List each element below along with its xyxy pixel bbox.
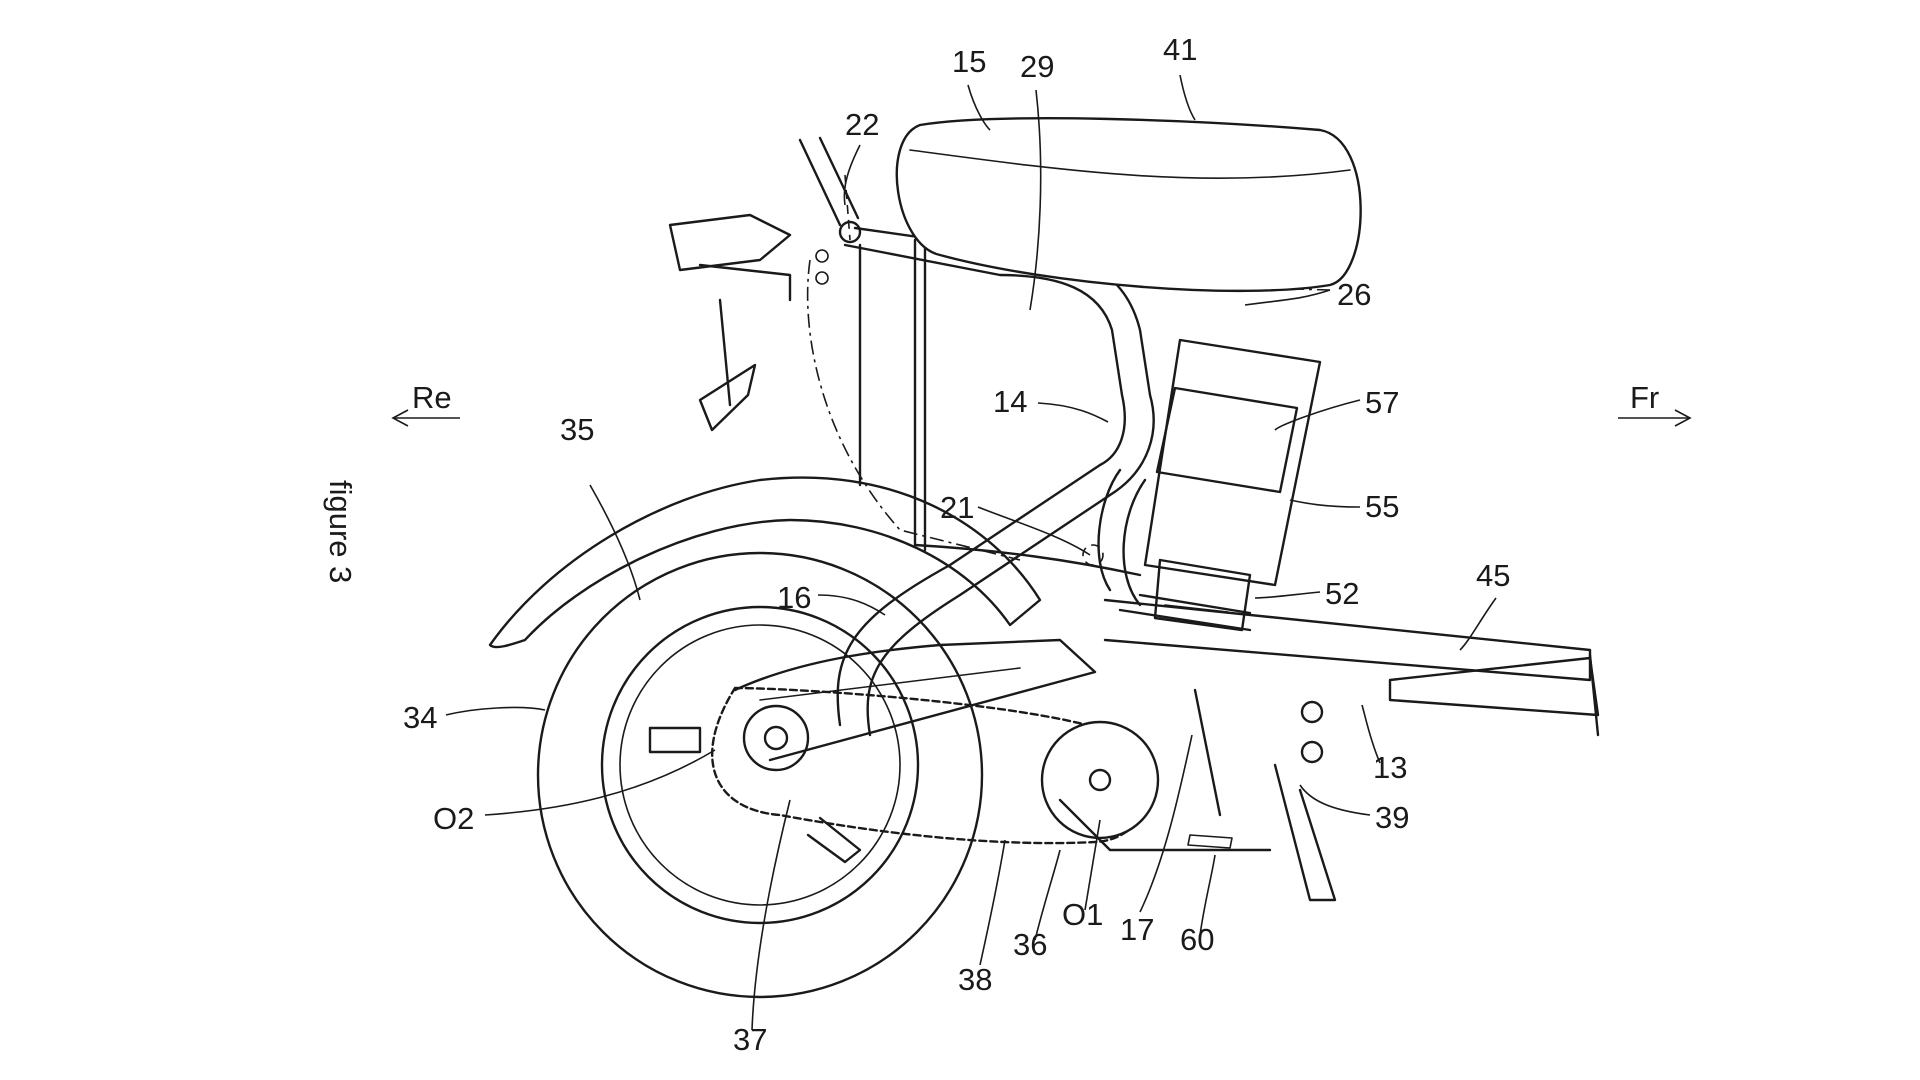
ref-label-45: 45	[1476, 558, 1510, 593]
drive-chain-part	[711, 686, 1154, 845]
ref-label-29: 29	[1020, 49, 1054, 84]
figure-caption: figure 3	[323, 480, 358, 583]
rear-fender-part	[488, 476, 1042, 649]
ref-label-21: 21	[940, 490, 974, 525]
ref-label-14: 14	[993, 384, 1027, 419]
ref-label-36: 36	[1013, 927, 1047, 962]
ref-label-37: 37	[733, 1022, 767, 1057]
scooter-line-art	[488, 117, 1600, 999]
grab-rail-part	[668, 136, 862, 432]
ref-label-22: 22	[845, 107, 879, 142]
leader-lines	[445, 74, 1497, 1031]
pivot-point-21	[1082, 544, 1104, 566]
ref-label-35: 35	[560, 412, 594, 447]
ref-label-55: 55	[1365, 489, 1399, 524]
ref-label-60: 60	[1180, 922, 1214, 957]
ref-label-52: 52	[1325, 576, 1359, 611]
ref-label-34: 34	[403, 700, 437, 735]
direction-label-rear: Re	[412, 380, 452, 415]
ref-label-13: 13	[1373, 750, 1407, 785]
ref-label-15: 15	[952, 44, 986, 79]
ref-label-26: 26	[1337, 277, 1371, 312]
floor-frame-part	[1103, 598, 1600, 737]
ref-label-O1: O1	[1062, 897, 1103, 932]
seat-part	[895, 117, 1362, 293]
ref-label-39: 39	[1375, 800, 1409, 835]
rear-wheel-part	[536, 551, 984, 999]
drive-sprocket-part	[1040, 720, 1160, 840]
ref-label-17: 17	[1120, 912, 1154, 947]
swing-arm-part	[733, 638, 1097, 762]
ref-label-38: 38	[958, 962, 992, 997]
battery-part	[1143, 338, 1322, 632]
side-stand-part	[1058, 688, 1337, 902]
direction-label-front: Fr	[1630, 380, 1659, 415]
ref-label-41: 41	[1163, 32, 1197, 67]
rear-direction-arrow	[391, 409, 460, 427]
ref-label-57: 57	[1365, 385, 1399, 420]
front-direction-arrow	[1618, 409, 1692, 427]
ref-label-O2: O2	[433, 801, 474, 836]
ref-label-16: 16	[777, 580, 811, 615]
